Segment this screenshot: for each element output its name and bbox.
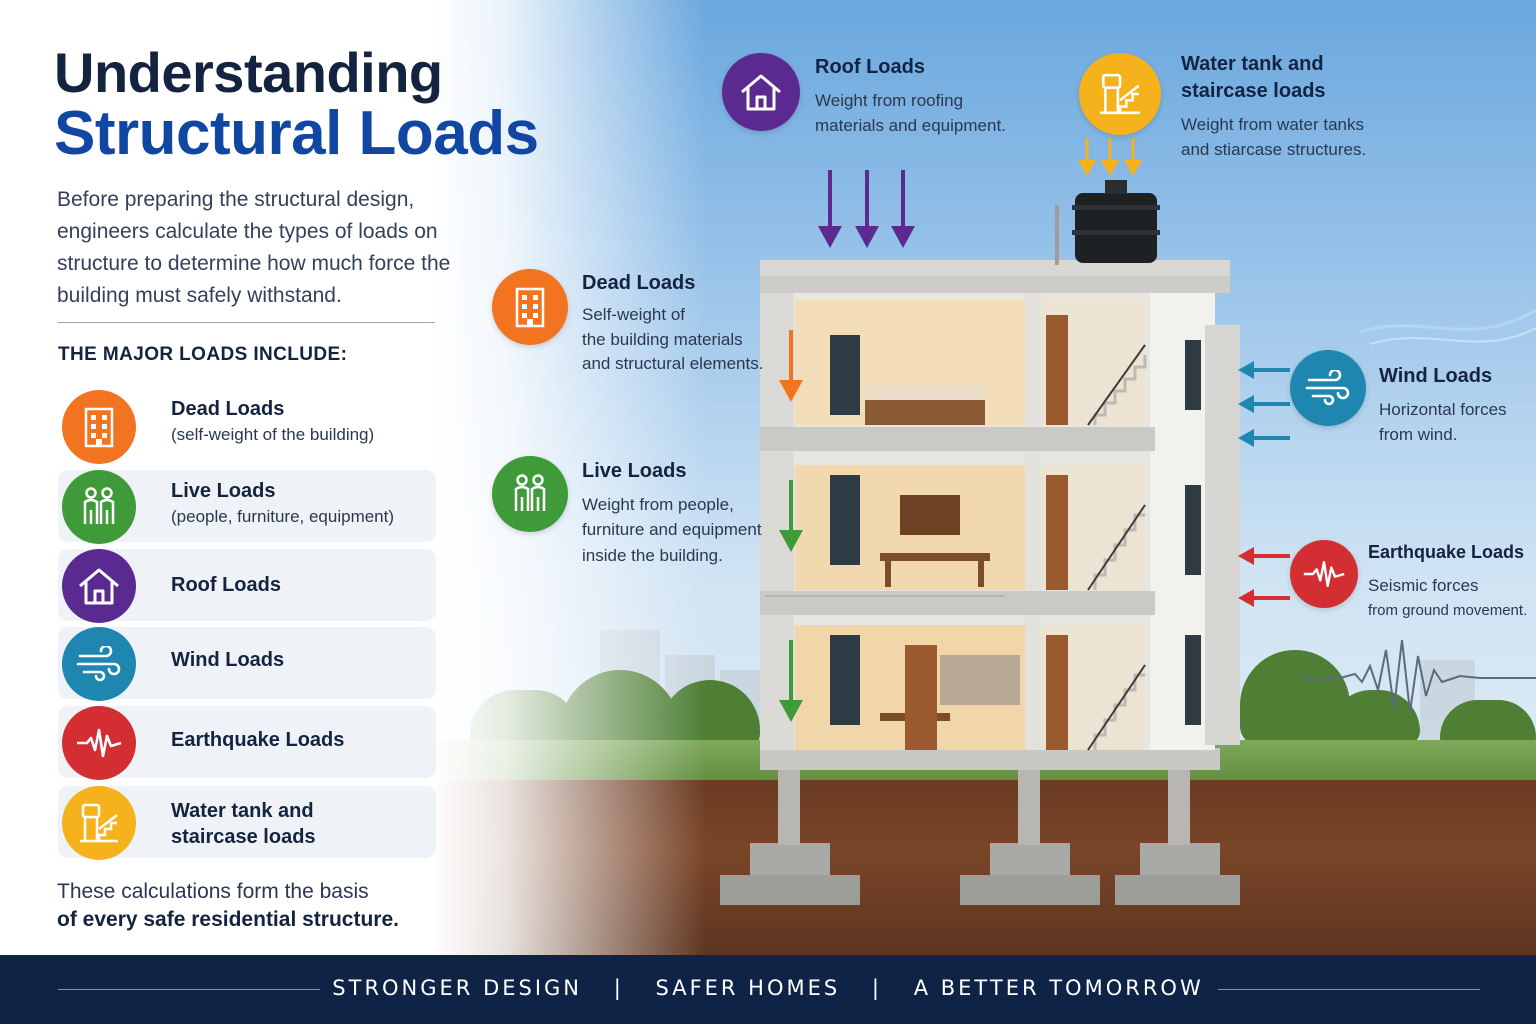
footer-separator: | bbox=[613, 976, 624, 1000]
list-item-water-tank-loads: Water tank and staircase loads bbox=[58, 786, 436, 860]
footer-tagline-part-1: STRONGER DESIGN bbox=[332, 976, 583, 1000]
major-loads-heading: THE MAJOR LOADS INCLUDE: bbox=[58, 344, 348, 365]
callout-title: staircase loads bbox=[1181, 80, 1326, 102]
footer-line-right bbox=[1218, 989, 1480, 990]
callout-desc-line: Weight from roofing bbox=[815, 91, 964, 110]
earthquake-load-arrows bbox=[1238, 547, 1290, 607]
list-item-dead-loads: Dead Loads (self-weight of the building) bbox=[58, 390, 436, 464]
callout-desc-line: and structural elements. bbox=[582, 354, 764, 373]
seismic-wave-icon bbox=[62, 706, 136, 780]
list-item-earthquake-loads: Earthquake Loads bbox=[58, 706, 436, 780]
footer-tagline-part-3: A BETTER TOMORROW bbox=[913, 976, 1204, 1000]
dead-load-arrow bbox=[779, 330, 803, 402]
callout-desc-line: materials and equipment. bbox=[815, 116, 1006, 135]
callout-desc-line: inside the building. bbox=[582, 546, 723, 565]
list-item-wind-loads: Wind Loads bbox=[58, 627, 436, 701]
list-item-desc: (self-weight of the building) bbox=[171, 425, 375, 444]
live-load-arrow bbox=[779, 480, 803, 552]
roof-load-arrows bbox=[818, 170, 915, 248]
list-item-name: Water tank and staircase loads bbox=[171, 800, 316, 848]
callout-desc-line: Weight from water tanks bbox=[1181, 115, 1364, 134]
wind-icon bbox=[62, 627, 136, 701]
closing-line-2: of every safe residential structure. bbox=[57, 908, 399, 931]
footer-separator: | bbox=[871, 976, 882, 1000]
callout-title: Live Loads bbox=[582, 460, 687, 482]
people-icon bbox=[492, 456, 568, 532]
callout-desc-line: from wind. bbox=[1379, 425, 1458, 444]
water-tank-load-arrows bbox=[1078, 138, 1142, 176]
footer-tagline-part-2: SAFER HOMES bbox=[655, 976, 841, 1000]
list-item-roof-loads: Roof Loads bbox=[58, 549, 436, 623]
callout-desc-line: Self-weight of bbox=[582, 305, 685, 324]
list-item-name: Live Loads bbox=[171, 480, 276, 502]
footer-bar: STRONGER DESIGN | SAFER HOMES | A BETTER… bbox=[0, 955, 1536, 1024]
callout-title: Earthquake Loads bbox=[1368, 542, 1525, 562]
callout-desc-line: furniture and equipment bbox=[582, 520, 762, 539]
callout-title: Water tank and bbox=[1181, 53, 1324, 75]
list-item-desc: (people, furniture, equipment) bbox=[171, 507, 395, 526]
callout-desc-line: Seismic forces bbox=[1368, 576, 1479, 595]
title-line-1: Understanding bbox=[54, 41, 443, 104]
callout-desc-line: and stiarcase structures. bbox=[1181, 140, 1367, 159]
wind-icon bbox=[1290, 350, 1366, 426]
list-item-live-loads: Live Loads (people, furniture, equipment… bbox=[58, 470, 436, 544]
house-icon bbox=[722, 53, 800, 131]
footer-line-left bbox=[58, 989, 320, 990]
divider bbox=[58, 322, 435, 323]
callout-desc-line: the building materials bbox=[582, 330, 743, 349]
footer-tagline: STRONGER DESIGN | SAFER HOMES | A BETTER… bbox=[0, 976, 1536, 1000]
seismic-wave-icon bbox=[1290, 540, 1358, 608]
callout-desc-line: Horizontal forces bbox=[1379, 400, 1507, 419]
title-line-2: Structural Loads bbox=[54, 99, 539, 168]
building-cutaway bbox=[720, 180, 1240, 905]
house-icon bbox=[62, 549, 136, 623]
building-icon bbox=[62, 390, 136, 464]
list-item-name: Earthquake Loads bbox=[171, 729, 345, 751]
live-load-arrow bbox=[779, 640, 803, 722]
intro-paragraph: Before preparing the structural design, … bbox=[57, 188, 451, 307]
callout-title: Dead Loads bbox=[582, 272, 696, 294]
callout-title: Wind Loads bbox=[1379, 365, 1493, 387]
list-item-name: Dead Loads bbox=[171, 398, 285, 420]
callout-desc-line: Weight from people, bbox=[582, 495, 734, 514]
closing-line-1: These calculations form the basis bbox=[57, 880, 369, 903]
water-tank-icon bbox=[1079, 53, 1161, 135]
water-tank-icon bbox=[62, 786, 136, 860]
wind-load-arrows bbox=[1238, 361, 1290, 447]
list-item-name: Roof Loads bbox=[171, 574, 281, 596]
building-icon bbox=[492, 269, 568, 345]
callout-title: Roof Loads bbox=[815, 56, 925, 78]
people-icon bbox=[62, 470, 136, 544]
list-item-name: Wind Loads bbox=[171, 649, 285, 671]
callout-desc-line: from ground movement. bbox=[1368, 602, 1528, 619]
